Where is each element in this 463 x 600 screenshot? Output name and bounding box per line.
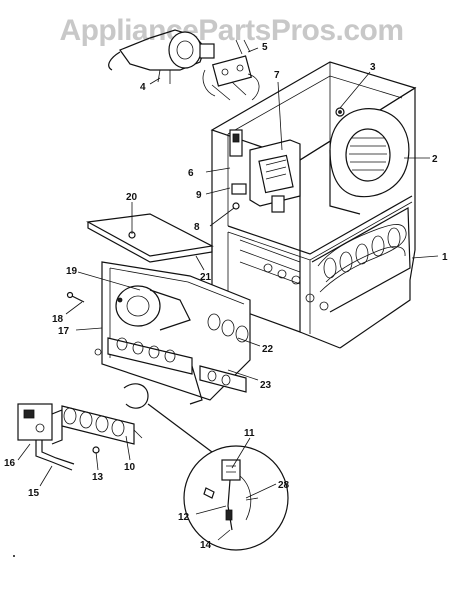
callout-9: 9 [196,190,202,201]
motor-assembly [108,29,215,84]
pressure-tube [123,383,149,409]
callout-5: 5 [262,42,268,53]
callout-22: 22 [262,344,274,355]
burner-manifold [107,337,247,405]
limit-switch [231,183,247,210]
gas-valve-and-burners [17,403,143,445]
furnace-cabinet [210,61,417,349]
callout-16: 16 [4,458,16,469]
callout-6: 6 [188,168,194,179]
callout-8: 8 [194,222,200,233]
burner-box-top [86,213,214,263]
callout-19: 19 [66,266,78,277]
control-board [249,139,301,213]
callout-13: 13 [92,472,104,483]
callout-17: 17 [58,326,70,337]
gas-pipe [35,440,75,471]
callout-2: 2 [432,154,438,165]
igniter-detail [147,403,289,551]
callout-23: 23 [260,380,272,391]
callout-4: 4 [140,82,146,93]
stray-mark [13,555,15,557]
callout-3: 3 [370,62,376,73]
heat-exchanger [239,206,411,313]
mounting-screws [66,291,102,356]
leader-lines [17,47,439,541]
callout-10: 10 [124,462,136,473]
callout-1: 1 [442,252,448,263]
callout-20: 20 [126,192,138,203]
callout-7: 7 [274,70,280,81]
relay-switch-assembly [202,39,260,101]
callout-18: 18 [52,314,64,325]
blower-housing [329,108,410,215]
door-switch [229,129,243,157]
callout-14: 14 [200,540,212,551]
callout-12: 12 [178,512,190,523]
callout-28: 28 [278,480,290,491]
blower-screw [335,107,345,117]
callout-11: 11 [244,428,255,439]
callout-labels: 1 2 3 4 5 6 7 8 9 10 11 12 13 14 15 16 1… [4,42,448,551]
callout-21: 21 [200,272,212,283]
inducer-fan [115,285,191,331]
callout-15: 15 [28,488,40,499]
